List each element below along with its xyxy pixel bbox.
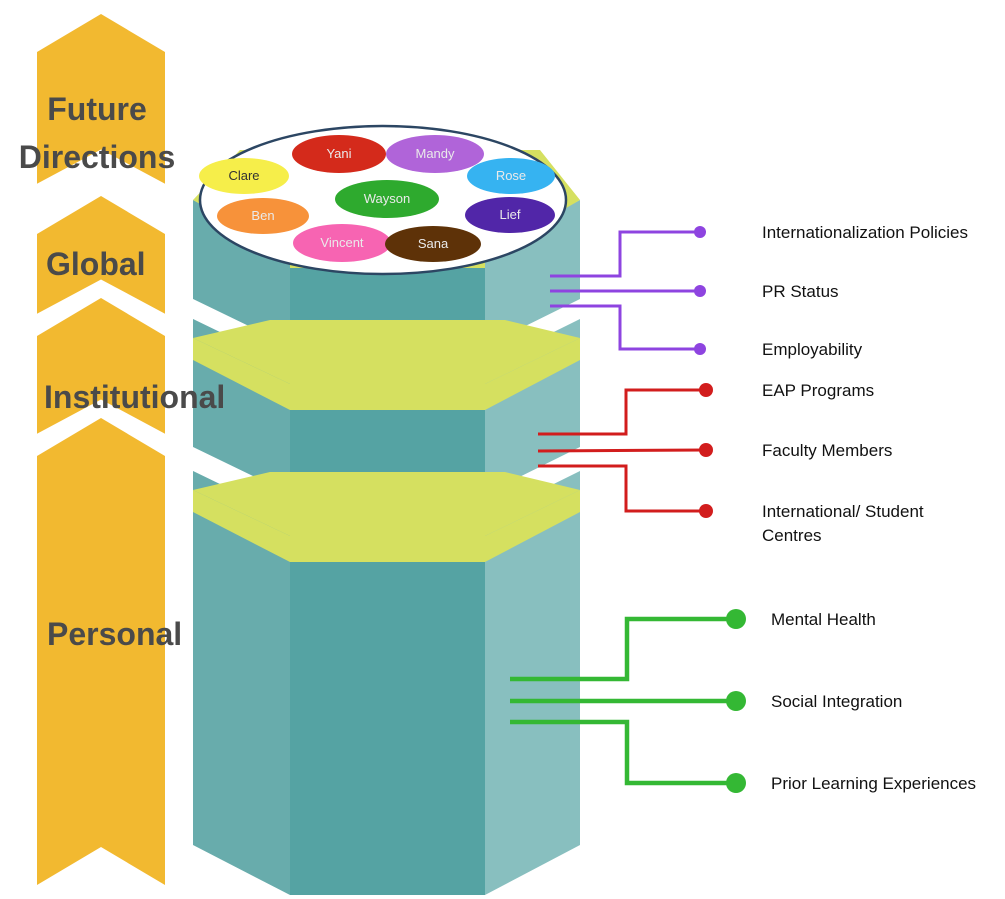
stage-label-1: Future	[47, 91, 147, 127]
connector-0-2	[550, 304, 700, 351]
person-label-mandy: Mandy	[415, 146, 455, 161]
person-bubble-mandy	[386, 135, 484, 173]
tower-base-left	[191, 845, 290, 897]
connector-dot-0-0	[694, 226, 706, 238]
connector-dot-1-2	[699, 504, 713, 518]
tower-face-front	[290, 250, 485, 895]
tower-band-2	[193, 490, 580, 562]
progression-arrow	[28, 14, 174, 885]
factor-label-line: Centres	[762, 526, 822, 545]
arrow-segment-1	[37, 14, 165, 190]
factor-label-line: Faculty Members	[762, 441, 892, 460]
person-bubble-rose	[467, 158, 555, 194]
stage-label-2: Global	[46, 246, 146, 282]
connector-1-0	[538, 388, 706, 436]
person-label-yani: Yani	[326, 146, 351, 161]
stage-label-1: Directions	[19, 139, 175, 175]
arrow-separator-1	[28, 149, 174, 196]
person-bubble-yani	[292, 135, 386, 173]
person-bubble-wayson	[335, 180, 439, 218]
factor-label-line: International/ Student	[762, 502, 924, 521]
arrow-segment-3	[37, 298, 165, 440]
connector-2-0	[510, 616, 736, 682]
connector-1-1	[537, 448, 707, 453]
person-label-vincent: Vincent	[320, 235, 364, 250]
factor-label-2-0: Mental Health	[771, 610, 876, 629]
person-label-lief: Lief	[500, 207, 521, 222]
person-label-ben: Ben	[251, 208, 274, 223]
factor-branches: Internationalization Policies PR StatusEm…	[510, 223, 976, 793]
person-label-sana: Sana	[418, 236, 449, 251]
factor-label-2-2: Prior Learning Experiences	[771, 774, 976, 793]
factor-label-line: Prior Learning Experiences	[771, 774, 976, 793]
person-bubble-sana	[385, 226, 481, 262]
factor-label-0-1: PR Status	[762, 282, 839, 301]
factor-label-0-2: Employability	[762, 340, 863, 359]
tower-base-right	[485, 845, 582, 897]
arrow-separator-3	[28, 399, 174, 446]
connector-dot-2-0	[726, 609, 746, 629]
arrow-separator-2	[28, 279, 174, 326]
person-label-clare: Clare	[228, 168, 259, 183]
arrow-segment-2	[37, 196, 165, 320]
connector-dot-2-1	[726, 691, 746, 711]
connector-dot-0-2	[694, 343, 706, 355]
connector-2-2	[510, 719, 736, 786]
factor-label-0-0: Internationalization Policies	[762, 223, 968, 242]
connector-1-2	[538, 464, 706, 513]
connector-dot-1-0	[699, 383, 713, 397]
factor-label-line: Mental Health	[771, 610, 876, 629]
tower-band-1	[193, 338, 580, 410]
factor-label-line: PR Status	[762, 282, 839, 301]
stage-labels: FutureDirectionsGlobalInstitutionalPerso…	[19, 91, 226, 652]
person-bubble-clare	[199, 158, 289, 194]
person-label-rose: Rose	[496, 168, 526, 183]
stage-label-3: Institutional	[44, 379, 225, 415]
connector-dot-1-1	[699, 443, 713, 457]
person-label-wayson: Wayson	[364, 191, 410, 206]
arrow-segment-4	[37, 418, 165, 885]
stage-label-4: Personal	[47, 616, 182, 652]
factor-label-2-1: Social Integration	[771, 692, 902, 711]
factor-label-line: EAP Programs	[762, 381, 874, 400]
tower	[191, 200, 582, 897]
tower-band-top-2	[193, 472, 580, 536]
person-bubble-ben	[217, 198, 309, 234]
connector-dot-0-1	[694, 285, 706, 297]
tower-band-top-1	[193, 320, 580, 384]
factor-label-line: Social Integration	[771, 692, 902, 711]
factor-label-1-1: Faculty Members	[762, 441, 892, 460]
connector-0-0	[550, 230, 700, 278]
factor-label-line: Internationalization Policies	[762, 223, 968, 242]
factor-label-1-0: EAP Programs	[762, 381, 874, 400]
person-bubble-vincent	[293, 224, 391, 262]
person-bubble-lief	[465, 197, 555, 233]
factor-label-line: Employability	[762, 340, 863, 359]
connector-dot-2-2	[726, 773, 746, 793]
